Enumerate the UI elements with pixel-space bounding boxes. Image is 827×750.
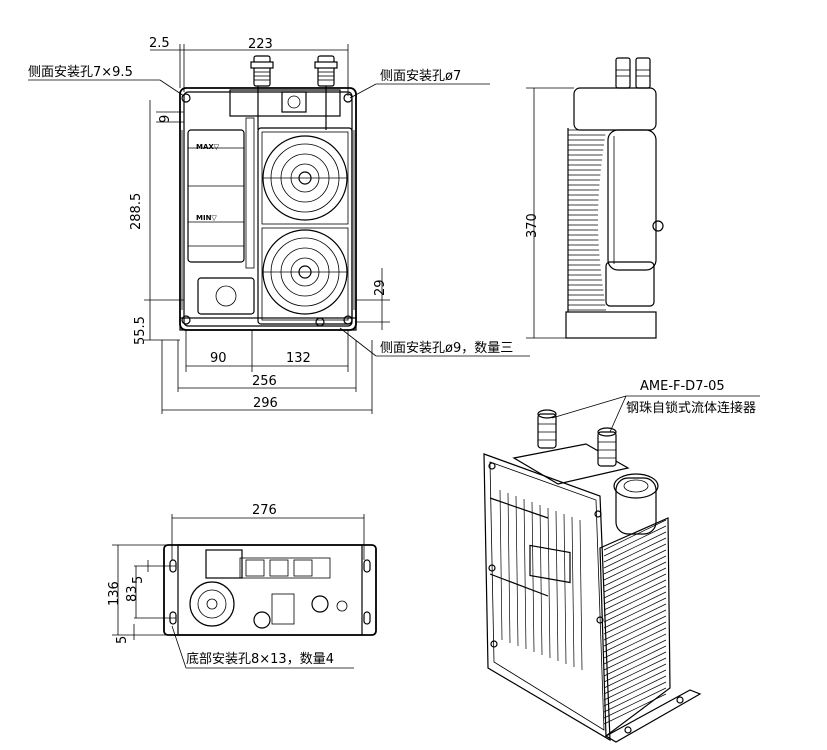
bottom-pump <box>205 549 243 579</box>
bottom-body <box>177 544 363 636</box>
level-max-label: MAX▽ <box>196 143 220 151</box>
front-frame <box>179 87 357 331</box>
dim-83: 83 <box>125 585 140 602</box>
dim-370: 370 <box>525 213 540 238</box>
front-view: MAX▽ MIN▽ <box>179 55 357 331</box>
bottom-motor <box>189 581 235 627</box>
dim-288-5: 288.5 <box>129 193 144 230</box>
side-view: 370 <box>525 57 664 339</box>
dim-29: 29 <box>373 279 388 296</box>
iso-reservoir <box>615 477 657 535</box>
dim-2-5: 2.5 <box>149 36 170 51</box>
front-top-manifold <box>229 89 341 117</box>
note-side-hole-left: 侧面安装孔7×9.5 <box>28 65 133 80</box>
dim-5-upper: 5 <box>131 576 146 584</box>
iso-manifold <box>512 443 630 485</box>
iso-fins <box>603 519 667 725</box>
iso-frame-plate <box>483 453 611 742</box>
dim-136: 136 <box>107 581 122 606</box>
front-connectors <box>250 55 338 87</box>
dim-9: 9 <box>158 115 173 123</box>
bottom-view: 276 136 83 5 5 底部安装孔8×13，数量4 <box>107 503 377 669</box>
iso-fin-block <box>599 517 671 738</box>
dim-5-lower: 5 <box>115 636 130 644</box>
front-pump-head <box>281 91 307 113</box>
side-fins <box>567 128 606 312</box>
dim-132: 132 <box>286 351 311 366</box>
note-bottom-hole: 底部安装孔8×13，数量4 <box>186 651 334 667</box>
side-base <box>565 311 657 339</box>
iso-reservoir-cap <box>613 473 659 499</box>
dim-296: 296 <box>253 396 278 411</box>
front-base-plate <box>179 317 357 331</box>
front-dimensions: 2.5 223 侧面安装孔7×9.5 侧面安装孔ø7 9 288.5 55.5 … <box>28 36 530 414</box>
dim-55-5: 55.5 <box>133 316 148 345</box>
iso-base <box>604 689 702 743</box>
note-side-hole-bottom: 侧面安装孔ø9，数量三 <box>380 341 513 356</box>
front-radiator <box>257 127 353 325</box>
dim-276: 276 <box>252 503 277 518</box>
callout-name: 钢珠自锁式流体连接器 <box>626 400 756 416</box>
iso-frame-slots <box>499 489 583 671</box>
side-top-block <box>573 87 657 131</box>
front-reservoir: MAX▽ MIN▽ <box>187 129 245 263</box>
dim-90: 90 <box>210 351 227 366</box>
iso-connectors <box>537 409 617 467</box>
front-pump <box>197 277 255 315</box>
note-side-hole-right: 侧面安装孔ø7 <box>380 69 461 84</box>
side-reservoir <box>607 129 657 271</box>
level-min-label: MIN▽ <box>196 214 217 222</box>
dim-256: 256 <box>252 374 277 389</box>
iso-view: AME-F-D7-05 钢珠自锁式流体连接器 <box>483 379 760 743</box>
dim-223: 223 <box>248 37 273 52</box>
callout-code: AME-F-D7-05 <box>640 379 725 394</box>
